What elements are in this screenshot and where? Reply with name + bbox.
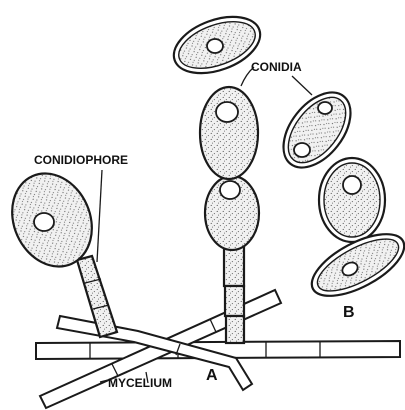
label-part-a: A <box>206 367 218 384</box>
left-conidiophore <box>0 161 117 337</box>
conidiophore-leader <box>97 170 102 262</box>
chain-conidium-lower <box>205 176 259 250</box>
label-conidia: CONIDIA <box>251 60 302 74</box>
label-conidiophore: CONIDIOPHORE <box>34 153 128 167</box>
conidia-leader-2 <box>292 76 312 95</box>
conidium-right-middle <box>319 158 385 242</box>
label-mycelium: MYCELIUM <box>108 376 172 390</box>
free-conidia <box>166 6 405 308</box>
chain-conidium-upper <box>200 87 258 179</box>
label-part-b: B <box>343 304 355 321</box>
